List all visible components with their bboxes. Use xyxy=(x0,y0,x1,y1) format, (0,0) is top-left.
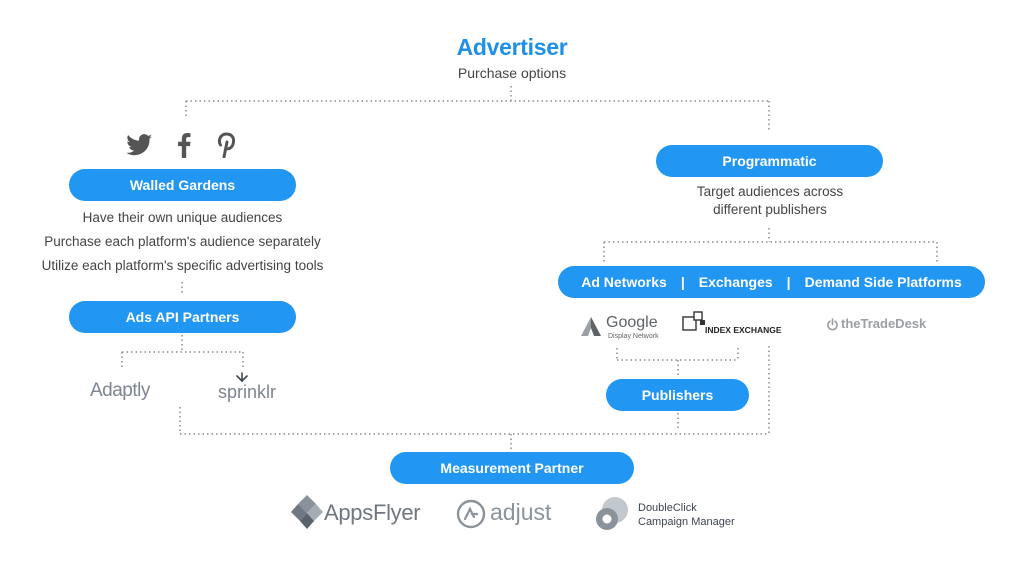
measurement-partner-pill: Measurement Partner xyxy=(390,452,634,484)
doubleclick-logo-line-2: Campaign Manager xyxy=(638,516,735,528)
channel-dsp: Demand Side Platforms xyxy=(804,274,962,290)
facebook-icon xyxy=(178,132,191,158)
google-display-network-icon xyxy=(581,317,601,336)
pinterest-icon xyxy=(217,132,236,158)
appsflyer-logo: AppsFlyer xyxy=(324,500,421,525)
adaptly-logo: Adaptly xyxy=(90,380,150,401)
index-exchange-logo: INDEX EXCHANGE xyxy=(705,325,782,335)
diagram-subtitle: Purchase options xyxy=(457,65,567,81)
walled-gardens-pill: Walled Gardens xyxy=(69,169,296,201)
google-logo: Google xyxy=(606,314,658,331)
ads-api-partners-pill: Ads API Partners xyxy=(69,301,296,333)
diagram-title: Advertiser xyxy=(456,34,568,60)
google-logo-sub: Display Network xyxy=(608,333,659,340)
twitter-icon xyxy=(126,134,153,156)
walled-gardens-point-1: Have their own unique audiences xyxy=(82,210,283,225)
sprinklr-logo: sprinklr xyxy=(218,382,277,402)
programmatic-desc-line-1: Target audiences across xyxy=(696,184,844,199)
thetradedesk-logo: theTradeDesk xyxy=(841,316,927,331)
channel-separator: | xyxy=(786,274,791,290)
channel-separator: | xyxy=(680,274,685,290)
walled-gardens-point-3: Utilize each platform's specific adverti… xyxy=(41,258,324,273)
publishers-pill: Publishers xyxy=(606,379,749,411)
channel-ad-networks: Ad Networks xyxy=(581,274,667,290)
channel-exchanges: Exchanges xyxy=(698,274,773,290)
channels-bar: Ad Networks | Exchanges | Demand Side Platfo… xyxy=(558,266,985,298)
adjust-logo: adjust xyxy=(490,499,552,525)
appsflyer-icon xyxy=(291,495,323,529)
doubleclick-icon xyxy=(596,497,628,530)
sprinklr-flower-icon xyxy=(236,372,248,382)
adjust-icon xyxy=(456,499,486,529)
index-exchange-icon xyxy=(682,311,705,331)
doubleclick-logo-line-1: DoubleClick xyxy=(638,502,697,514)
power-icon xyxy=(827,318,838,331)
walled-gardens-point-2: Purchase each platform's audience separa… xyxy=(44,234,321,249)
programmatic-pill: Programmatic xyxy=(656,145,883,177)
programmatic-desc-line-2: different publishers xyxy=(713,202,827,217)
